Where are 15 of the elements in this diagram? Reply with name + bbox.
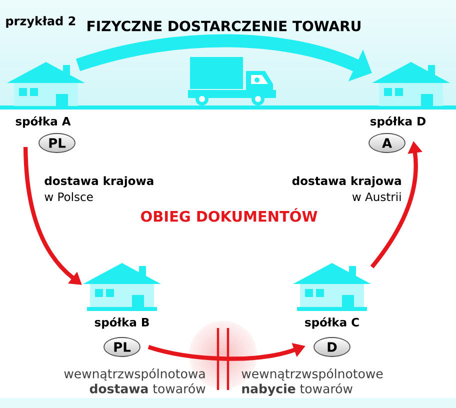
caption-text: wewnątrzwspólnotowa dostawa towarów — [64, 368, 206, 394]
oval-badge: A — [368, 133, 406, 153]
center-label: OBIEG DOKUMENTÓW — [141, 208, 318, 222]
edge-label: dostawa krajowa w Polsce — [44, 176, 154, 202]
example-heading: przykład 2 — [6, 16, 76, 28]
oval-badge: D — [314, 337, 350, 357]
edge-label: FIZYCZNE DOSTARCZENIE TOWARU — [88, 20, 360, 32]
house-label: spółka C — [305, 317, 359, 329]
oval-badge: PL — [104, 337, 140, 357]
edge-label: dostawa krajowa w Austrii — [292, 176, 401, 202]
house-label: spółka B — [94, 317, 149, 329]
house-label: spółka A — [16, 116, 71, 128]
house-label: spółka D — [370, 116, 426, 128]
caption-text: wewnątrzwspólnotowe nabycie towarów — [242, 368, 383, 396]
oval-badge: PL — [38, 133, 76, 153]
